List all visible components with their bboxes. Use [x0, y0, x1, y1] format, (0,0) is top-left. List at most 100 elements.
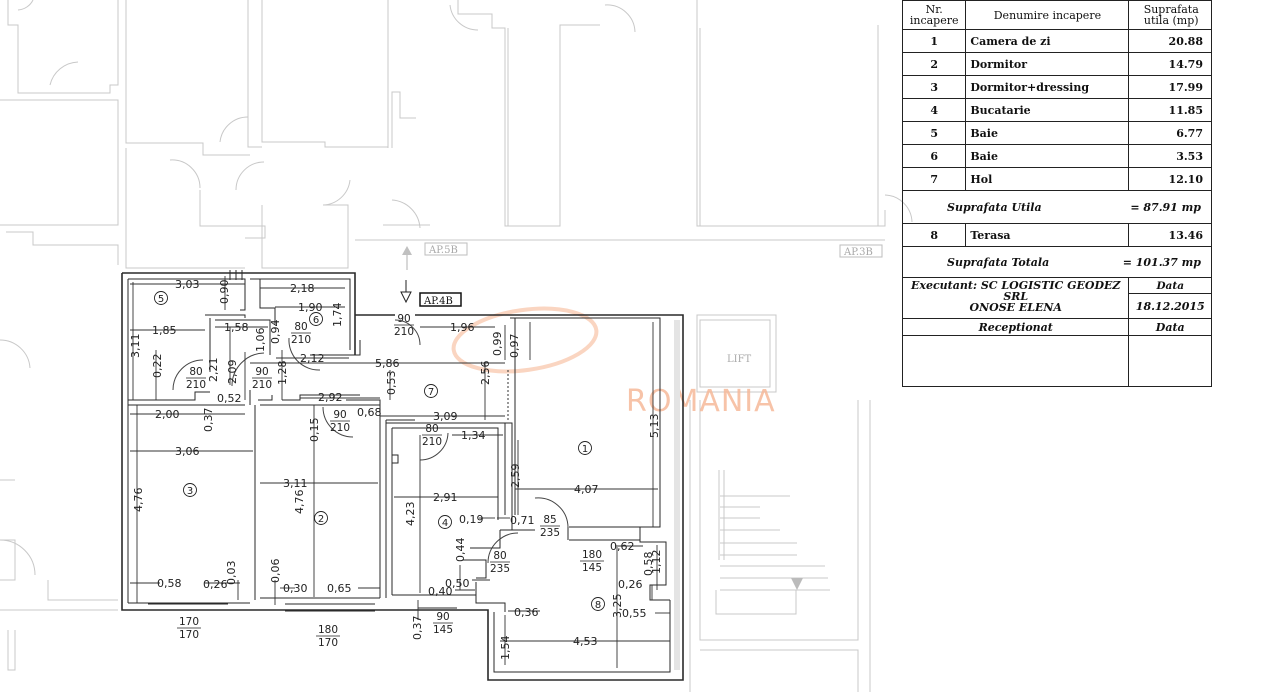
svg-text:2,21: 2,21	[207, 358, 220, 383]
svg-text:0,52: 0,52	[217, 392, 242, 405]
svg-text:80: 80	[493, 550, 506, 562]
svg-text:AP.4B: AP.4B	[423, 296, 453, 307]
svg-text:3,11: 3,11	[283, 477, 308, 490]
svg-text:2,09: 2,09	[226, 360, 239, 385]
grand-total-label: Suprafata Totala	[947, 255, 1050, 269]
svg-text:1,34: 1,34	[461, 429, 486, 442]
svg-text:0,99: 0,99	[491, 332, 504, 357]
svg-text:0,68: 0,68	[357, 406, 382, 419]
svg-text:3,11: 3,11	[129, 334, 142, 359]
room-marker-3: 3	[183, 483, 197, 497]
room-marker-4: 4	[438, 515, 452, 529]
svg-text:0,26: 0,26	[618, 578, 643, 591]
room-marker-6: 6	[309, 312, 323, 326]
svg-text:2: 2	[318, 514, 324, 525]
svg-text:1,90: 1,90	[298, 301, 323, 314]
facade-hatch	[674, 320, 680, 670]
apartment-label: AP.4B	[419, 292, 462, 307]
dimension-labels: 3,03 0,90 2,18 1,90 1,74 1,85 1,58 0,94 …	[129, 278, 663, 660]
svg-text:170: 170	[179, 616, 199, 628]
svg-text:AP.5B: AP.5B	[428, 245, 458, 256]
svg-text:145: 145	[582, 562, 602, 574]
svg-text:90: 90	[333, 409, 346, 421]
svg-text:3,25: 3,25	[611, 594, 624, 619]
door-arcs	[172, 319, 569, 564]
svg-text:2,18: 2,18	[290, 282, 315, 295]
svg-text:7: 7	[428, 387, 434, 398]
useful-total-row: Suprafata Utila = 87.91 mp	[902, 190, 1212, 224]
svg-text:170: 170	[179, 629, 199, 641]
svg-text:AP.3B: AP.3B	[843, 247, 873, 258]
surrounding-building	[0, 0, 886, 692]
north-arrow-icon	[402, 246, 412, 270]
room-marker-5: 5	[154, 291, 168, 305]
received-empty-row	[901, 335, 1212, 387]
svg-text:180: 180	[318, 624, 338, 636]
svg-text:4,76: 4,76	[132, 488, 145, 513]
svg-text:0,44: 0,44	[454, 538, 467, 563]
dimension-lines	[130, 276, 670, 668]
svg-text:5,86: 5,86	[375, 357, 400, 370]
svg-text:80: 80	[294, 321, 307, 333]
svg-text:0,97: 0,97	[508, 334, 521, 359]
svg-text:0,15: 0,15	[308, 418, 321, 443]
svg-text:0,40: 0,40	[428, 585, 453, 598]
executant-line1: Executant: SC LOGISTIC GEODEZ SRL	[911, 279, 1121, 303]
svg-text:1,74: 1,74	[331, 303, 344, 328]
svg-text:2,00: 2,00	[155, 408, 180, 421]
svg-text:5: 5	[158, 294, 164, 305]
watermark-swirl	[451, 306, 599, 374]
svg-text:2,56: 2,56	[479, 361, 492, 386]
stairs-down-arrow-icon	[791, 578, 803, 590]
svg-text:1,58: 1,58	[224, 321, 249, 334]
svg-text:0,37: 0,37	[202, 408, 215, 433]
svg-text:4,23: 4,23	[404, 502, 417, 527]
svg-text:180: 180	[582, 549, 602, 561]
svg-text:235: 235	[490, 563, 510, 575]
svg-text:3,06: 3,06	[175, 445, 200, 458]
svg-text:0,50: 0,50	[445, 577, 470, 590]
room-number-markers: 1 2 3 4 5 6 7 8	[154, 291, 605, 611]
svg-text:0,22: 0,22	[151, 354, 164, 379]
executant-date-label: Data	[1128, 276, 1212, 295]
svg-text:210: 210	[330, 422, 350, 434]
lift: LIFT	[727, 354, 752, 365]
svg-text:0,53: 0,53	[385, 371, 398, 396]
svg-text:3,09: 3,09	[433, 410, 458, 423]
useful-total-value: = 87.91 mp	[1130, 200, 1201, 214]
svg-text:4: 4	[442, 518, 448, 529]
received-label: Receptionat	[901, 318, 1130, 336]
svg-text:0,62: 0,62	[610, 540, 635, 553]
svg-text:80: 80	[425, 423, 438, 435]
svg-text:85: 85	[543, 514, 556, 526]
entrance-arrow-icon	[400, 280, 412, 304]
useful-total-label: Suprafata Utila	[947, 200, 1042, 214]
svg-text:0,26: 0,26	[203, 578, 228, 591]
svg-text:8: 8	[595, 600, 601, 611]
svg-text:0,55: 0,55	[622, 607, 647, 620]
svg-text:2,91: 2,91	[433, 491, 458, 504]
svg-text:1,28: 1,28	[276, 361, 289, 386]
svg-text:2,12: 2,12	[300, 352, 325, 365]
svg-text:3: 3	[187, 486, 193, 497]
svg-text:0,65: 0,65	[327, 582, 352, 595]
